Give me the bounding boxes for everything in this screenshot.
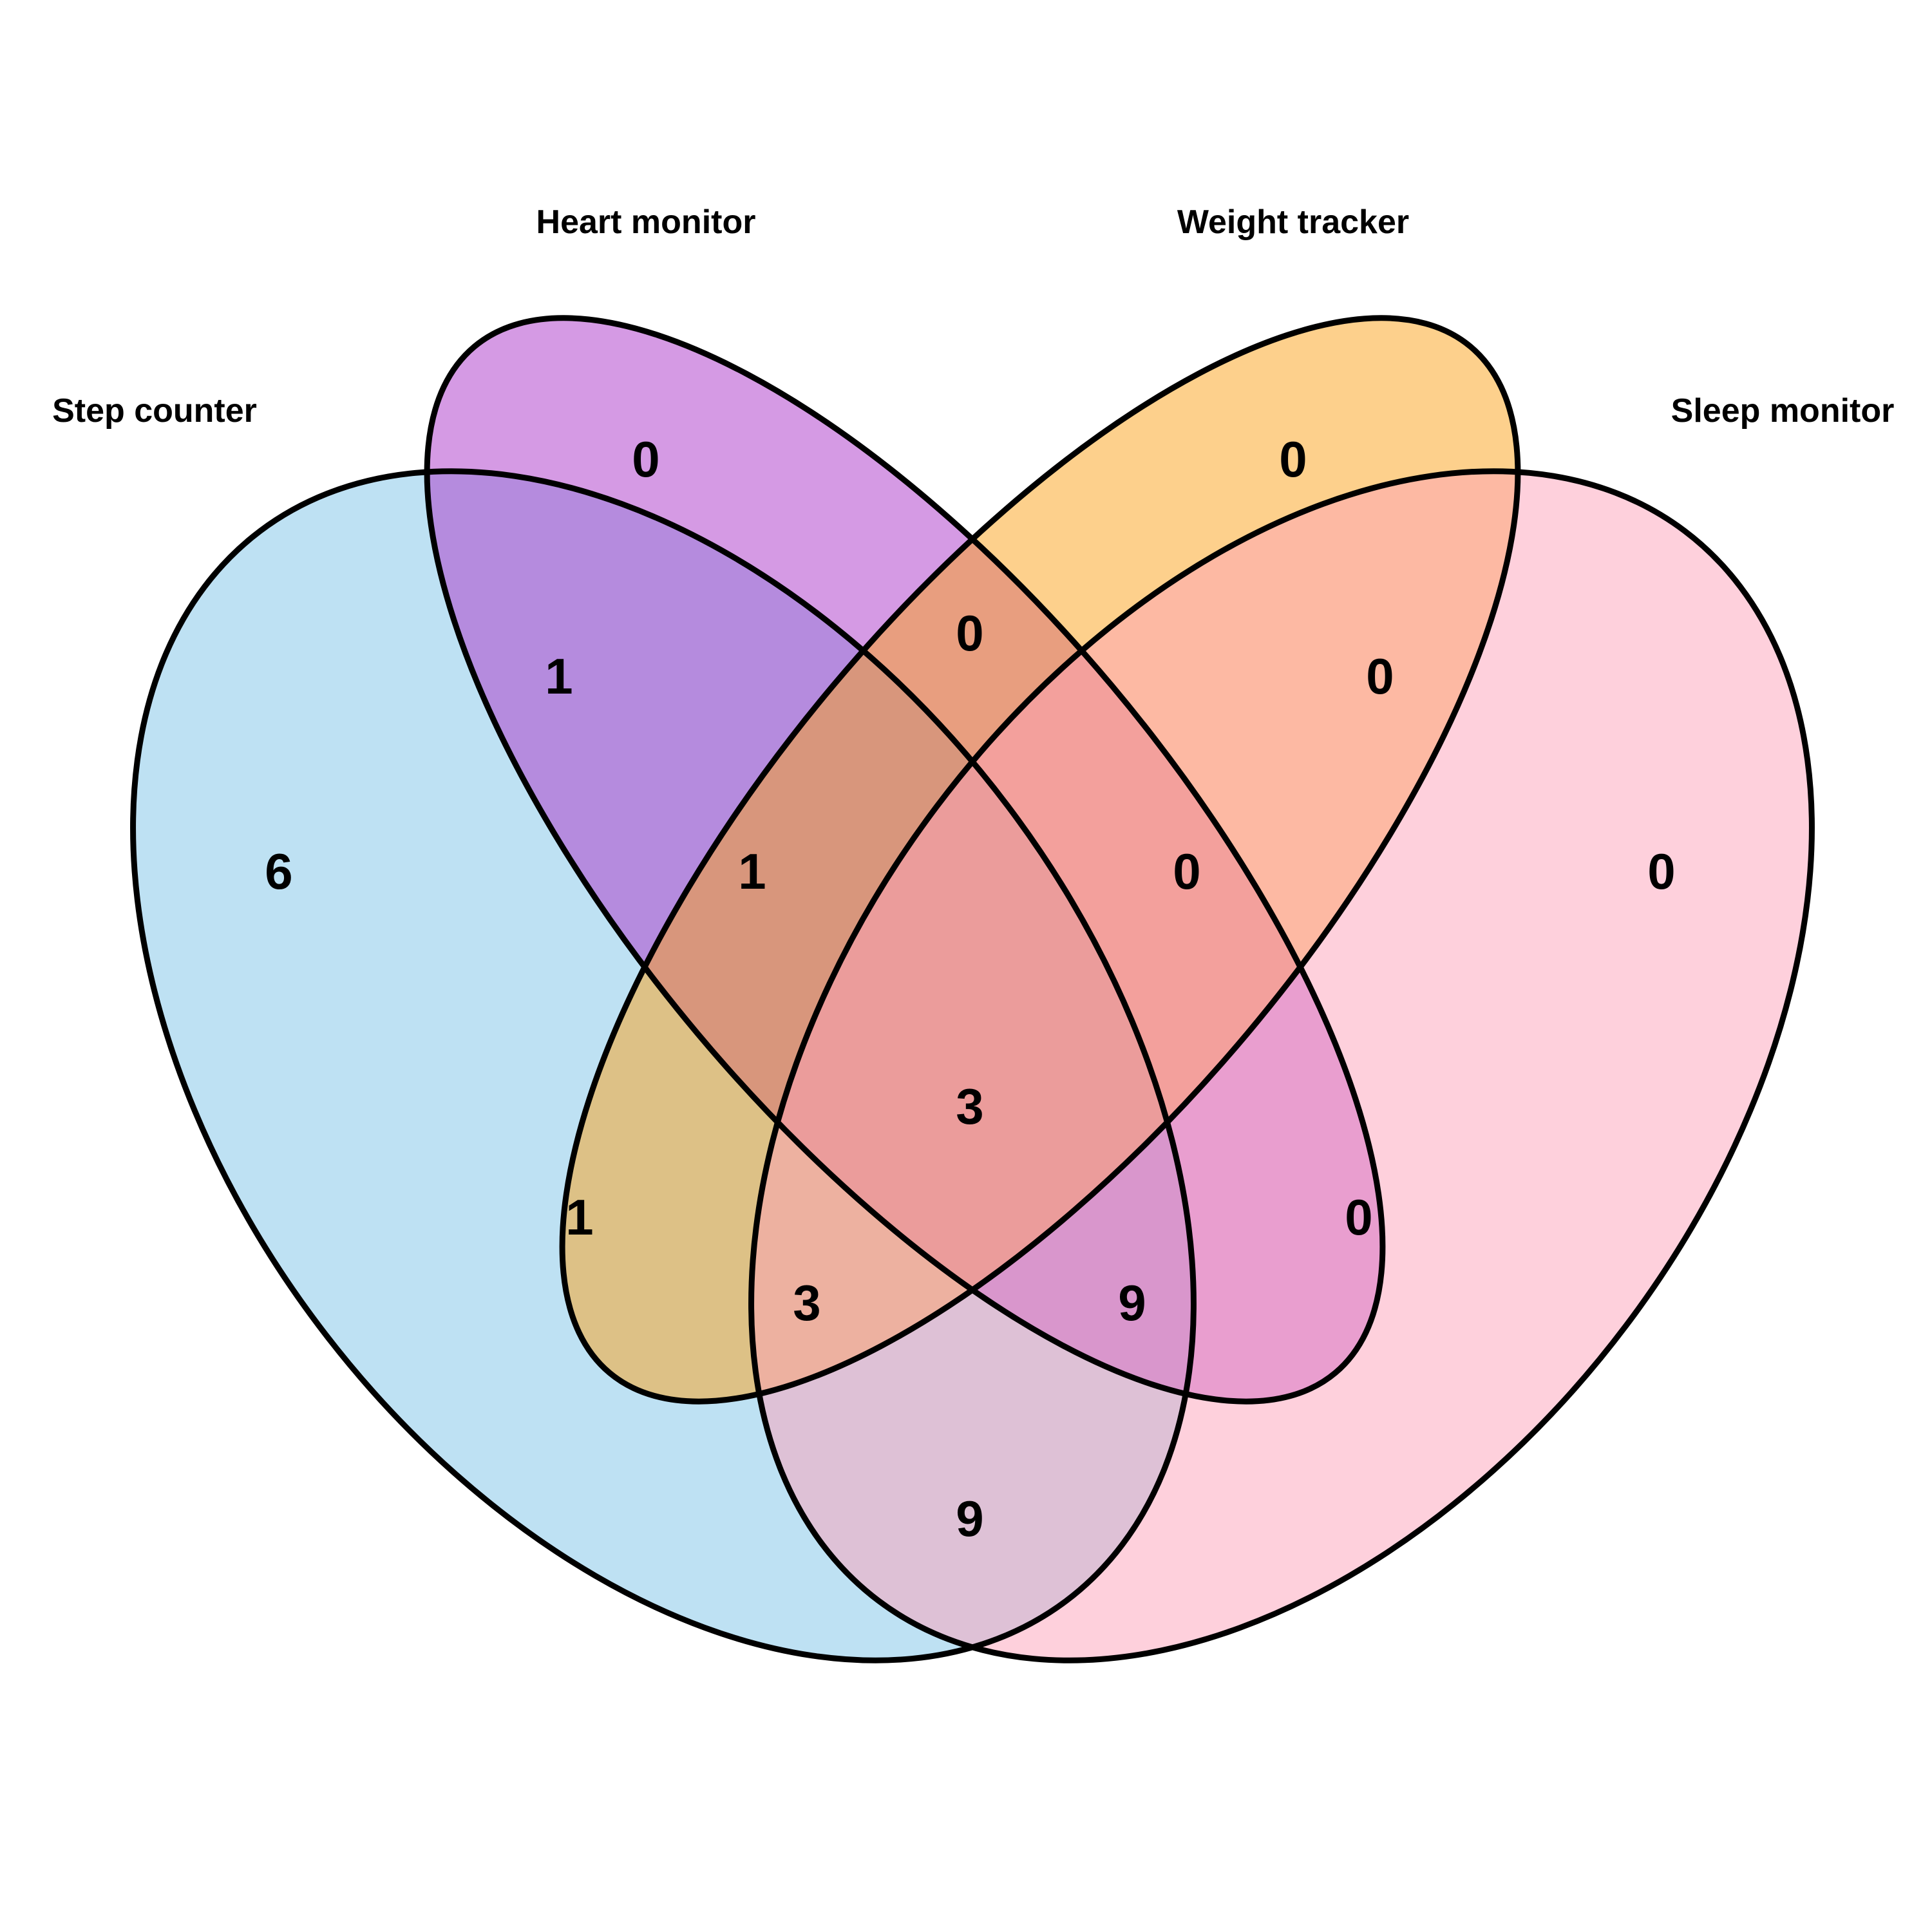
label-step-counter: Step counter	[52, 392, 257, 430]
count-step-heart: 1	[545, 648, 573, 705]
count-step-only: 6	[265, 843, 292, 900]
count-weight-only: 0	[1279, 431, 1307, 488]
set-fills	[133, 317, 1812, 1661]
outline-weight-tracker	[559, 315, 1521, 1405]
count-step-heart-weight: 1	[738, 843, 766, 900]
count-heart-only: 0	[632, 431, 659, 488]
region-counts: 6 0 0 0 1 0 0 1 0 1 3 0 3 9 9	[265, 431, 1675, 1547]
set-ellipse-sleep-monitor	[751, 471, 1812, 1661]
count-sleep-only: 0	[1647, 843, 1675, 900]
label-weight-tracker: Weight tracker	[1177, 204, 1409, 241]
outline-step-counter	[130, 468, 1197, 1663]
label-heart-monitor: Heart monitor	[536, 204, 756, 241]
label-sleep-monitor: Sleep monitor	[1671, 392, 1895, 430]
count-heart-sleep: 0	[1345, 1189, 1372, 1245]
count-step-sleep: 9	[956, 1490, 983, 1547]
outline-heart-monitor	[424, 315, 1386, 1405]
count-heart-weight-sleep: 0	[1173, 843, 1200, 900]
count-all-four: 3	[956, 1078, 983, 1135]
count-heart-weight: 0	[956, 605, 983, 661]
outline-sleep-monitor	[748, 468, 1815, 1663]
count-weight-sleep: 0	[1366, 648, 1394, 705]
count-step-weight-sleep: 3	[793, 1274, 820, 1331]
count-step-weight: 1	[565, 1189, 593, 1245]
count-step-heart-sleep: 9	[1118, 1274, 1146, 1331]
set-labels: Step counter Heart monitor Weight tracke…	[52, 204, 1894, 430]
set-outlines	[130, 315, 1815, 1663]
